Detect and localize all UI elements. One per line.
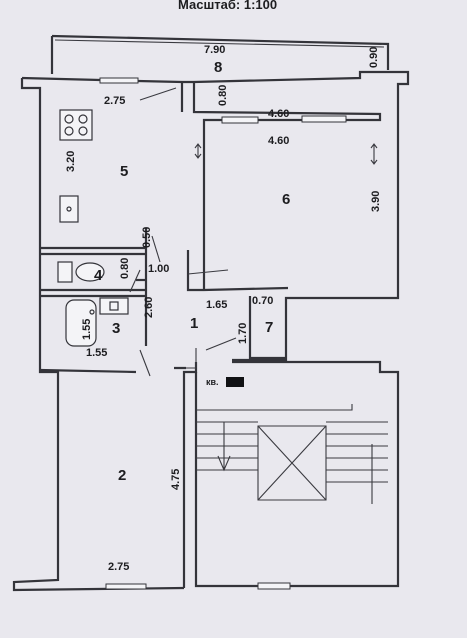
toilet bbox=[57, 261, 105, 283]
dimension-kitchen-window: 2.75 bbox=[104, 95, 125, 107]
doors bbox=[129, 87, 378, 377]
kitchen-sink bbox=[59, 195, 79, 223]
dimension-closet-width: 0.70 bbox=[252, 295, 273, 307]
dimension-bathroom-width: 1.55 bbox=[86, 347, 107, 359]
room-number-5: 5 bbox=[120, 163, 128, 180]
room-number-7: 7 bbox=[265, 319, 273, 336]
dimension-room6-depth: 3.90 bbox=[370, 191, 382, 212]
dimension-bathtub-length: 1.55 bbox=[81, 319, 93, 340]
dimension-toilet-width: 0.80 bbox=[119, 258, 131, 279]
dimension-room2-depth: 4.75 bbox=[170, 469, 182, 490]
dimension-hall-width: 1.65 bbox=[206, 299, 227, 311]
dimension-closet-depth: 1.70 bbox=[237, 323, 249, 344]
dimension-balcony-width: 7.90 bbox=[204, 44, 225, 56]
dimension-kitchen-door: 0.50 bbox=[141, 227, 153, 248]
bathtub bbox=[65, 299, 97, 347]
apartment-label: кв. bbox=[206, 377, 219, 387]
dimension-bathroom-depth: 2.60 bbox=[143, 297, 155, 318]
dimension-room2-window: 2.75 bbox=[108, 561, 129, 573]
room-number-4: 4 bbox=[94, 267, 103, 284]
room-number-2: 2 bbox=[118, 467, 126, 484]
bathroom-sink bbox=[99, 297, 129, 315]
stairwell bbox=[194, 360, 400, 588]
room-number-3: 3 bbox=[112, 320, 120, 337]
outer-walls bbox=[12, 70, 410, 592]
stove bbox=[59, 109, 93, 141]
apartment-number-redaction bbox=[226, 377, 244, 387]
room-number-1: 1 bbox=[190, 315, 198, 332]
room-number-6: 6 bbox=[282, 191, 290, 208]
dimension-balcony-door: 0.80 bbox=[217, 85, 229, 106]
windows bbox=[99, 77, 347, 590]
dimension-kitchen-depth: 3.20 bbox=[65, 151, 77, 172]
dimension-balcony-depth: 0.90 bbox=[368, 47, 380, 68]
interior-walls bbox=[39, 228, 286, 374]
room-number-8: 8 bbox=[214, 59, 222, 76]
balcony-walls bbox=[50, 34, 390, 74]
dimension-toilet-depth: 1.00 bbox=[148, 263, 169, 275]
scale-title: Масштаб: 1:100 bbox=[178, 0, 277, 12]
dimension-room6-width: 4.60 bbox=[268, 135, 289, 147]
dimension-room6-width-top: 4.60 bbox=[268, 108, 289, 120]
